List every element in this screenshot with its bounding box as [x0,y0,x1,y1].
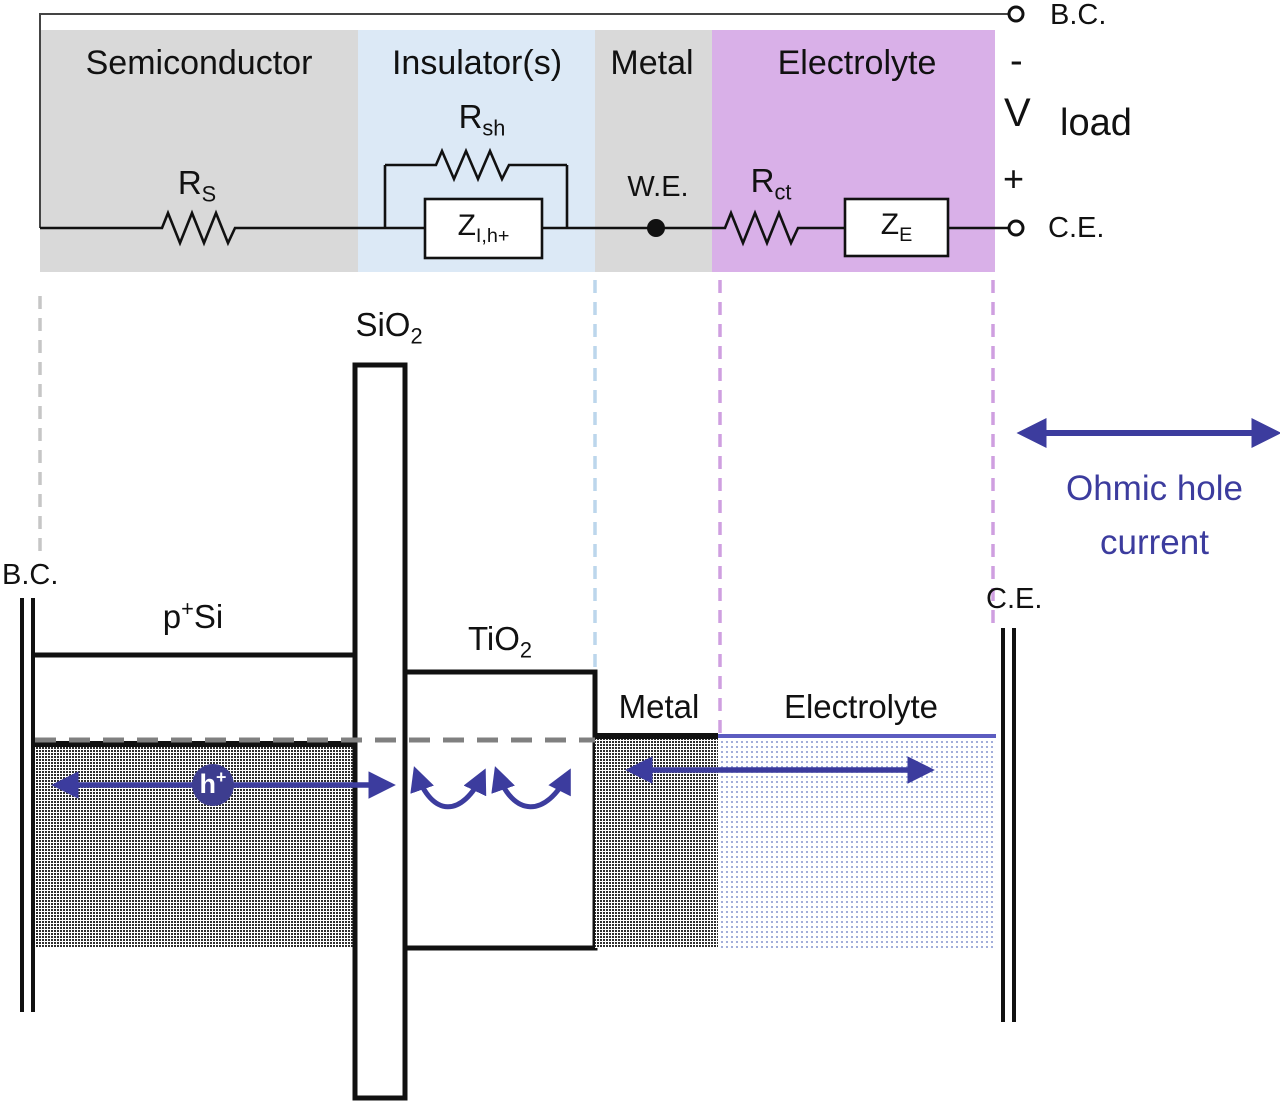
transport-arrows [51,418,1280,810]
terminal-ce-label: C.E. [1048,212,1105,244]
resistor-rs-label: RS [177,164,217,207]
hopping-arrow-1 [410,766,487,810]
resistor-rs [40,209,385,247]
band-diagram [20,362,1016,1101]
tio2-box [402,669,598,951]
sio2-label: SiO2 [355,306,423,349]
terminal-bc-label: B.C. [1050,0,1107,31]
resistor-rct-label: Rct [750,162,792,205]
we-label: W.E. [627,171,689,203]
impedance-ze-label: ZE [880,208,913,246]
metal-band-label: Metal [618,688,700,725]
resistor-rsh-label: Rsh [458,98,506,141]
bc-band-label: B.C. [2,559,59,591]
load-voltage-label: V [1004,91,1031,135]
we-node-dot [647,219,665,237]
impedance-zi-label: ZI,h+ [457,209,510,247]
resistor-rct [567,209,845,247]
top-wire-to-bc [39,13,1009,228]
psi-label: p+Si [162,596,224,635]
region-label-insulator: Insulator(s) [391,44,563,82]
hole-symbol-circle [192,764,234,806]
impedance-box-ze [843,197,950,258]
resistor-rsh [385,147,567,183]
region-label-metal: Metal [610,44,694,82]
terminal-bc-circle [1007,5,1025,23]
sio2-barrier [352,362,408,1101]
guide-dashes [38,280,995,734]
hopping-arrow-2 [491,766,571,810]
electrolyte-band-label: Electrolyte [783,688,939,725]
hole-symbol-label: h+ [199,767,227,800]
ohmic-hole-current-label: Ohmic hole current [1065,469,1244,563]
region-label-electrolyte: Electrolyte [777,44,937,82]
load-plus-sign: + [1003,158,1025,199]
circuit-wiring [39,5,1025,260]
region-label-semiconductor: Semiconductor [85,44,313,82]
impedance-box-zi [423,197,544,260]
tio2-label: TiO2 [467,620,533,663]
load-label: load [1060,102,1132,144]
ce-band-label: C.E. [986,583,1043,615]
terminal-ce-circle [1007,219,1025,237]
load-minus-sign: - [1010,40,1023,82]
